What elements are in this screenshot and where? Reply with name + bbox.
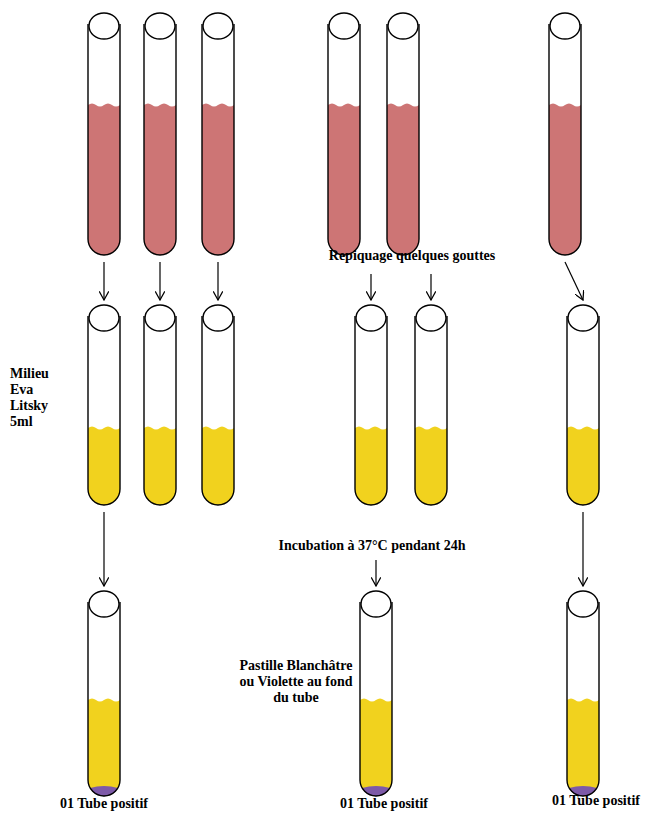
arrow: [430, 274, 431, 300]
step-label: Pastille Blanchâtre ou Violette au fond …: [237, 658, 355, 706]
liquid: [567, 699, 599, 797]
tube-rim: [388, 13, 418, 39]
test-tube: [88, 305, 120, 505]
pellet: [362, 786, 390, 796]
pellet: [90, 786, 118, 796]
tube-outline: [549, 24, 581, 255]
tube-outline: [567, 316, 599, 505]
step-label: Incubation à 37°C pendant 24h: [222, 538, 522, 554]
liquid: [88, 427, 120, 506]
result-label: 01 Tube positif: [531, 793, 661, 809]
tube-rim: [550, 13, 580, 39]
tube-rim: [416, 305, 446, 331]
arrow: [370, 274, 371, 300]
arrow: [103, 262, 104, 300]
result-label: 01 Tube positif: [309, 796, 459, 812]
tube-rim: [89, 305, 119, 331]
test-tube: [387, 13, 419, 255]
tube-rim: [203, 13, 233, 39]
tube-outline: [387, 24, 419, 255]
test-tube: [415, 305, 447, 505]
test-tube: [549, 13, 581, 255]
liquid: [88, 699, 120, 797]
tube-rim: [145, 13, 175, 39]
liquid: [88, 104, 120, 256]
liquid: [328, 104, 360, 256]
test-tube: [360, 591, 392, 796]
tube-outline: [88, 316, 120, 505]
tube-rim: [361, 591, 391, 617]
result-label: 01 Tube positif: [29, 796, 179, 812]
tube-outline: [202, 316, 234, 505]
test-tube: [355, 305, 387, 505]
test-tube: [88, 13, 120, 255]
tube-outline: [88, 24, 120, 255]
tube-outline: [202, 24, 234, 255]
liquid: [549, 104, 581, 256]
test-tube: [88, 591, 120, 796]
liquid: [144, 427, 176, 506]
step-label: Milieu Eva Litsky 5ml: [10, 366, 62, 430]
tube-outline: [355, 316, 387, 505]
liquid: [144, 104, 176, 256]
tube-rim: [356, 305, 386, 331]
tube-rim: [568, 305, 598, 331]
tube-outline: [567, 602, 599, 796]
arrow: [217, 262, 218, 300]
arrow: [375, 560, 376, 586]
test-tube: [144, 305, 176, 505]
tube-outline: [144, 24, 176, 255]
tube-rim: [89, 13, 119, 39]
liquid: [355, 427, 387, 506]
tube-outline: [88, 602, 120, 796]
tube-outline: [415, 316, 447, 505]
step-label: Repiquage quelques gouttes: [282, 248, 542, 264]
arrow: [103, 512, 104, 586]
liquid: [567, 427, 599, 506]
test-tube: [202, 13, 234, 255]
liquid: [360, 699, 392, 797]
test-tube: [328, 13, 360, 255]
test-tube: [567, 591, 599, 796]
tube-outline: [144, 316, 176, 505]
tube-rim: [568, 591, 598, 617]
arrow: [565, 262, 583, 300]
test-tube: [567, 305, 599, 505]
tube-outline: [360, 602, 392, 796]
test-tube: [144, 13, 176, 255]
liquid: [387, 104, 419, 256]
tube-rim: [329, 13, 359, 39]
tube-rim: [203, 305, 233, 331]
liquid: [202, 427, 234, 506]
tube-rim: [89, 591, 119, 617]
liquid: [202, 104, 234, 256]
tube-rim: [145, 305, 175, 331]
liquid: [415, 427, 447, 506]
test-tube: [202, 305, 234, 505]
arrow: [159, 262, 160, 300]
tube-outline: [328, 24, 360, 255]
arrow: [582, 512, 583, 586]
